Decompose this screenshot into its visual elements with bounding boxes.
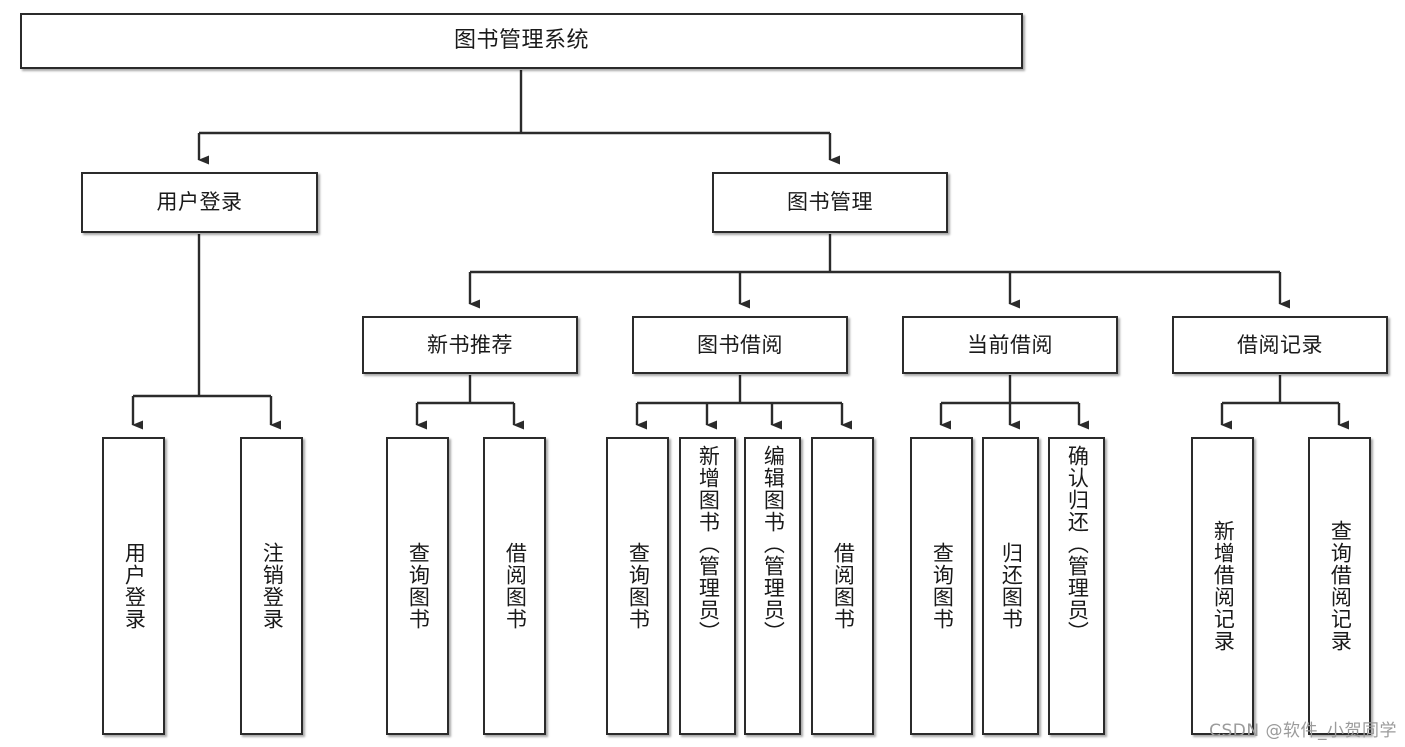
node-label: 图书管理系统 (453, 28, 589, 54)
leaf-return-book[interactable]: 归还图书 (982, 437, 1039, 735)
node-label: 图书借阅 (697, 332, 783, 357)
node-current-borrow[interactable]: 当前借阅 (902, 316, 1118, 374)
leaf-user-login[interactable]: 用户登录 (102, 437, 165, 735)
leaf-confirm-return-admin[interactable]: 确认归还（管理员） (1048, 437, 1105, 735)
node-label: 编辑图书（管理员） (761, 445, 786, 643)
node-label: 借阅图书 (503, 542, 528, 630)
node-label: 用户登录 (122, 542, 147, 630)
leaf-query-book-borrow[interactable]: 查询图书 (606, 437, 669, 735)
leaf-edit-book-admin[interactable]: 编辑图书（管理员） (744, 437, 801, 735)
node-book-borrow[interactable]: 图书借阅 (632, 316, 848, 374)
leaf-add-book-admin[interactable]: 新增图书（管理员） (679, 437, 736, 735)
node-user-login[interactable]: 用户登录 (81, 172, 318, 233)
node-label: 新增图书（管理员） (696, 445, 721, 643)
node-label: 当前借阅 (967, 332, 1053, 357)
node-label: 新书推荐 (427, 332, 513, 357)
leaf-query-book-recommend[interactable]: 查询图书 (386, 437, 449, 735)
node-label: 查询图书 (930, 542, 955, 630)
leaf-logout-login[interactable]: 注销登录 (240, 437, 303, 735)
node-new-book-recommend[interactable]: 新书推荐 (362, 316, 578, 374)
leaf-query-borrow-record[interactable]: 查询借阅记录 (1308, 437, 1371, 735)
node-borrow-record[interactable]: 借阅记录 (1172, 316, 1388, 374)
node-label: 注销登录 (260, 542, 285, 630)
node-label: 查询图书 (626, 542, 651, 630)
node-label: 用户登录 (156, 190, 243, 215)
node-label: 借阅记录 (1237, 332, 1323, 357)
node-label: 新增借阅记录 (1211, 520, 1236, 652)
node-label: 查询借阅记录 (1328, 520, 1353, 652)
csdn-watermark: CSDN @软件_小贺同学 (1209, 721, 1397, 741)
leaf-borrow-book-recommend[interactable]: 借阅图书 (483, 437, 546, 735)
node-label: 图书管理 (787, 190, 873, 215)
node-book-management[interactable]: 图书管理 (712, 172, 948, 233)
leaf-borrow-book-borrow[interactable]: 借阅图书 (811, 437, 874, 735)
node-label: 查询图书 (406, 542, 431, 630)
node-label: 确认归还（管理员） (1065, 445, 1090, 643)
node-label: 归还图书 (999, 542, 1024, 630)
node-root-book-management-system[interactable]: 图书管理系统 (20, 13, 1023, 69)
leaf-query-book-current[interactable]: 查询图书 (910, 437, 973, 735)
node-label: 借阅图书 (831, 542, 856, 630)
leaf-add-borrow-record[interactable]: 新增借阅记录 (1191, 437, 1254, 735)
